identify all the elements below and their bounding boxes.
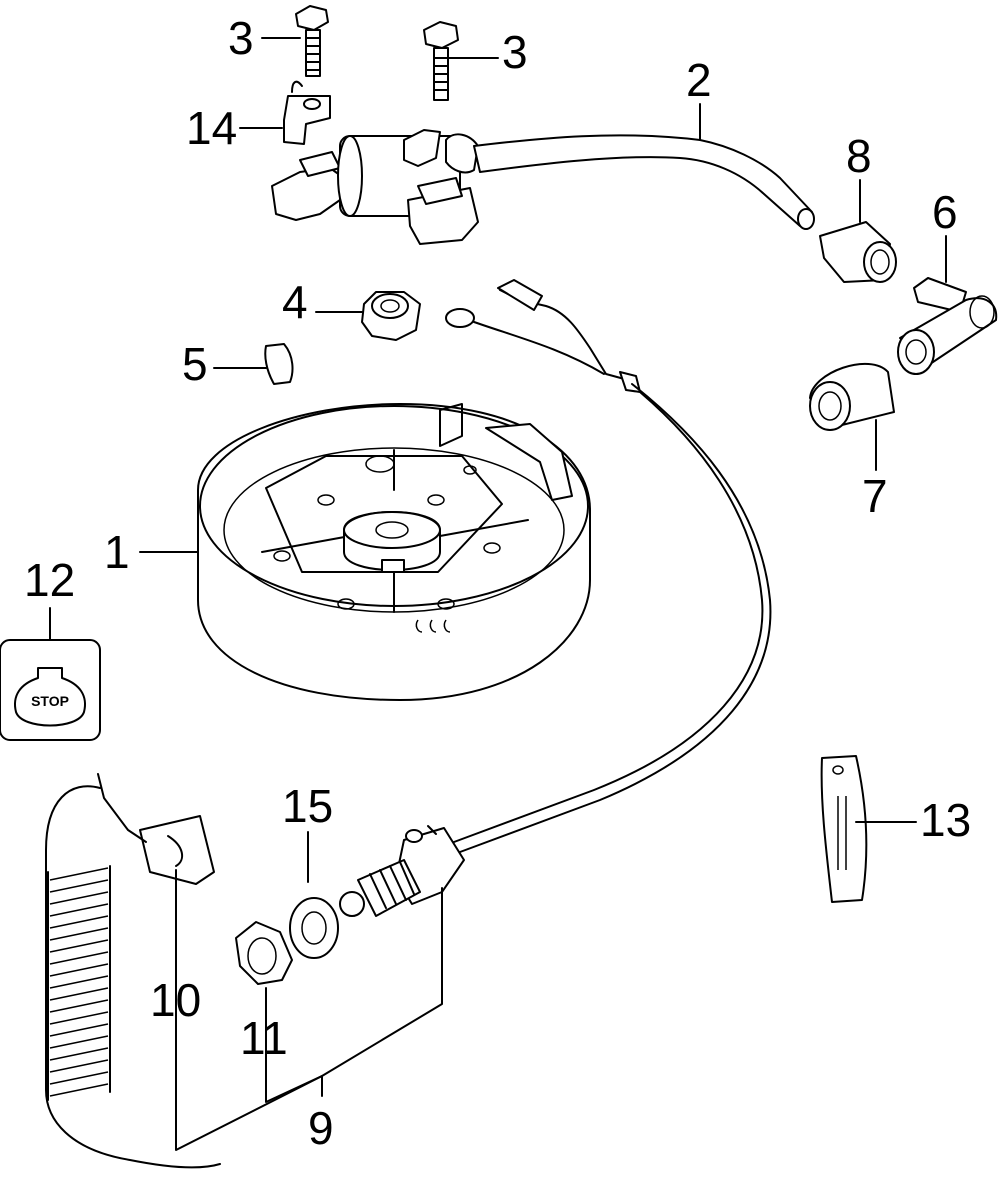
stop-switch-wire — [445, 279, 772, 853]
callout-3-left: 3 — [228, 12, 254, 64]
callout-4: 4 — [282, 276, 308, 328]
callout-9: 9 — [308, 1102, 334, 1154]
ignition-coil — [271, 129, 815, 245]
lanyard — [45, 773, 221, 1169]
callout-7: 7 — [862, 470, 888, 522]
woodruff-key — [264, 343, 294, 385]
switch-nut — [235, 921, 293, 985]
leader-lines — [49, 37, 947, 1151]
flywheel — [197, 403, 591, 701]
lanyard-strap — [820, 755, 868, 903]
stop-decal — [0, 639, 101, 741]
washer — [289, 897, 339, 959]
callout-3-right: 3 — [502, 26, 528, 78]
callout-8: 8 — [846, 130, 872, 182]
flywheel-nut — [361, 291, 421, 341]
stop-label: STOP — [31, 693, 69, 709]
callout-14: 14 — [186, 102, 237, 154]
callout-2: 2 — [686, 54, 712, 106]
spark-plug-cap — [897, 277, 998, 375]
callout-11: 11 — [240, 1012, 288, 1064]
callout-12: 12 — [24, 554, 75, 606]
bolt-left — [295, 5, 329, 77]
ground-bracket — [283, 80, 331, 145]
callout-15: 15 — [282, 780, 333, 832]
bolt-right — [423, 21, 459, 101]
coil-cap — [819, 221, 897, 283]
plug-boot — [809, 362, 895, 431]
callout-5: 5 — [182, 338, 208, 390]
callout-6: 6 — [932, 186, 958, 238]
callout-10: 10 — [150, 974, 201, 1026]
callout-13: 13 — [920, 794, 971, 846]
callout-1: 1 — [104, 526, 130, 578]
stop-switch-body — [339, 825, 465, 917]
